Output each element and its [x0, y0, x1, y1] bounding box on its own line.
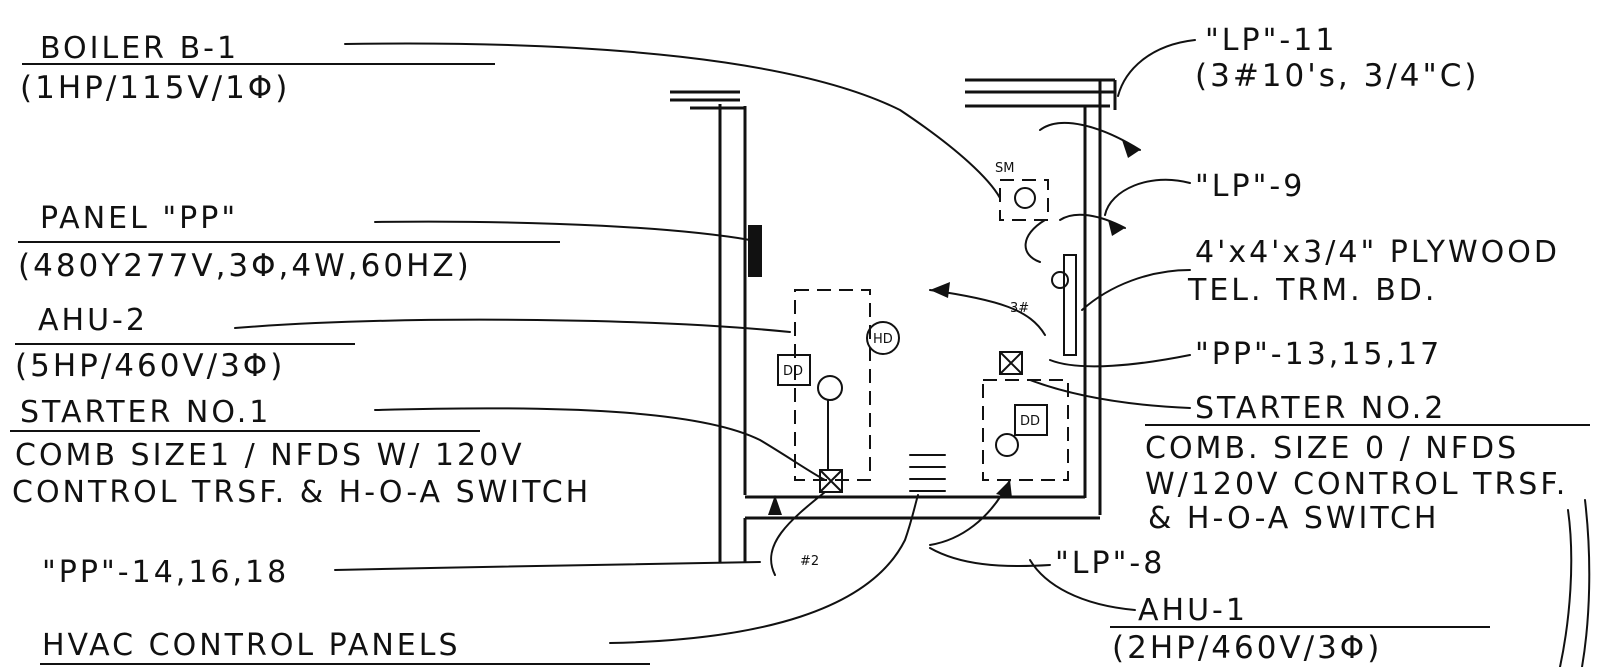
boiler-spec: (1HP/115V/1Φ) [20, 70, 290, 106]
starter2-leader [1029, 379, 1191, 409]
ahu2-motor-icon [817, 375, 843, 401]
lp11-arrow-icon [1122, 140, 1140, 158]
ahu2-leader [234, 318, 791, 333]
label-lp8: "LP"-8 [929, 546, 1165, 581]
lp8-arrow-icon [996, 480, 1012, 498]
panel-pp-spec: (480Y277V,3Φ,4W,60HZ) [18, 248, 472, 284]
starter1-title: STARTER NO.1 [20, 395, 271, 430]
label-lp11: "LP"-11 (3#10's, 3/4"C) [1117, 23, 1480, 97]
edge-curve-1 [1559, 509, 1573, 667]
wiring: 3# #2 [768, 122, 1591, 667]
panel-pp-title: PANEL "PP" [40, 201, 238, 236]
sm-text: SM [995, 161, 1014, 176]
lp11-leader [1117, 39, 1196, 97]
lp8-homerun [929, 479, 1011, 546]
pp-14-arrow-icon [768, 495, 782, 515]
pp-13-15-17-leader [1049, 354, 1191, 368]
starter2-line3: & H-O-A SWITCH [1148, 501, 1439, 536]
lp11-spec: (3#10's, 3/4"C) [1195, 58, 1480, 94]
starter2-symbol [999, 351, 1023, 375]
pp-14-homerun [770, 491, 826, 576]
ahu2-unit: DD HD [777, 289, 900, 493]
starter1-leader [374, 407, 826, 481]
plywood-leader [1081, 269, 1191, 311]
wire-3-text: 3# [1010, 301, 1029, 316]
wire-2-text: #2 [800, 554, 819, 569]
plywood-receptacle [1051, 271, 1069, 289]
label-starter1: STARTER NO.1 COMB SIZE1 / NFDS W/ 120V C… [10, 395, 826, 510]
label-lp9: "LP"-9 [1104, 169, 1305, 216]
lp11-title: "LP"-11 [1205, 23, 1337, 58]
ahu1-leader [1029, 559, 1136, 611]
ahu1-spec: (2HP/460V/3Φ) [1112, 630, 1382, 666]
hvac-panels-leader [609, 494, 919, 644]
plywood-line2: TEL. TRM. BD. [1187, 273, 1437, 308]
ahu2-title: AHU-2 [38, 303, 148, 338]
lp9-arrow-icon [1108, 220, 1125, 236]
label-plywood: 4'x4'x3/4" PLYWOOD TEL. TRM. BD. [1081, 235, 1560, 311]
pp-14-16-18-leader [334, 561, 761, 571]
boiler-leader [344, 42, 1001, 199]
label-pp-14-16-18: "PP"-14,16,18 [42, 555, 761, 590]
label-ahu2: AHU-2 (5HP/460V/3Φ) [15, 303, 791, 384]
boiler-title: BOILER B-1 [40, 31, 239, 66]
starter1-line2: CONTROL TRSF. & H-O-A SWITCH [12, 475, 591, 510]
pp-13-15-17-text: "PP"-13,15,17 [1195, 337, 1442, 372]
ahu1-unit: DD [982, 351, 1069, 481]
lp11-homerun [1039, 122, 1141, 151]
starter2-title: STARTER NO.2 [1195, 391, 1446, 426]
ahu1-motor-icon [995, 433, 1019, 457]
hd-circle [866, 321, 900, 355]
pp-13-arrow-icon [930, 282, 950, 298]
starter1-symbol [819, 469, 843, 493]
dd-left-text: DD [783, 364, 803, 379]
lp8-text: "LP"-8 [1055, 546, 1165, 581]
label-starter2: STARTER NO.2 COMB. SIZE 0 / NFDS W/120V … [1029, 379, 1590, 536]
panel-pp-symbol [748, 225, 762, 277]
plywood-rect [1063, 254, 1077, 356]
ahu1-title: AHU-1 [1138, 593, 1248, 628]
lp9-text: "LP"-9 [1195, 169, 1305, 204]
starter2-line2: W/120V CONTROL TRSF. [1145, 467, 1568, 502]
dd-right-text: DD [1020, 414, 1040, 429]
panel-pp-leader [374, 220, 751, 241]
label-hvac-panels: HVAC CONTROL PANELS [40, 494, 919, 665]
label-boiler: BOILER B-1 (1HP/115V/1Φ) [20, 31, 1001, 199]
panel-pp-block [748, 225, 762, 277]
sm-device: SM [995, 161, 1049, 221]
room-walls [670, 78, 1117, 562]
plywood-board [1051, 254, 1077, 356]
ahu1-outline [982, 379, 1069, 481]
dd-left-box [777, 354, 811, 386]
dd-right-box [1014, 404, 1048, 436]
pp-14-16-18-text: "PP"-14,16,18 [42, 555, 289, 590]
lp9-leader [1104, 178, 1191, 216]
starter2-line1: COMB. SIZE 0 / NFDS [1145, 431, 1519, 466]
label-pp-13-15-17: "PP"-13,15,17 [1049, 337, 1442, 372]
sm-box [999, 179, 1049, 221]
starter2-cross [999, 351, 1023, 375]
label-panel-pp: PANEL "PP" (480Y277V,3Φ,4W,60HZ) [18, 201, 751, 284]
plywood-line1: 4'x4'x3/4" PLYWOOD [1195, 235, 1560, 270]
edge-curve-2 [1581, 499, 1591, 667]
lp9-homerun [1059, 213, 1126, 229]
hd-text: HD [873, 332, 893, 347]
sm-loop [1024, 219, 1046, 263]
ahu2-spec: (5HP/460V/3Φ) [15, 348, 285, 384]
pp-13-15-17-homerun [929, 289, 1046, 336]
sm-circle [1014, 187, 1036, 209]
control-panels-symbol [909, 454, 946, 492]
starter1-cross [819, 469, 843, 493]
starter1-line1: COMB SIZE1 / NFDS W/ 120V [15, 438, 525, 473]
label-ahu1: AHU-1 (2HP/460V/3Φ) [1029, 559, 1490, 666]
hvac-panels-text: HVAC CONTROL PANELS [42, 628, 461, 663]
